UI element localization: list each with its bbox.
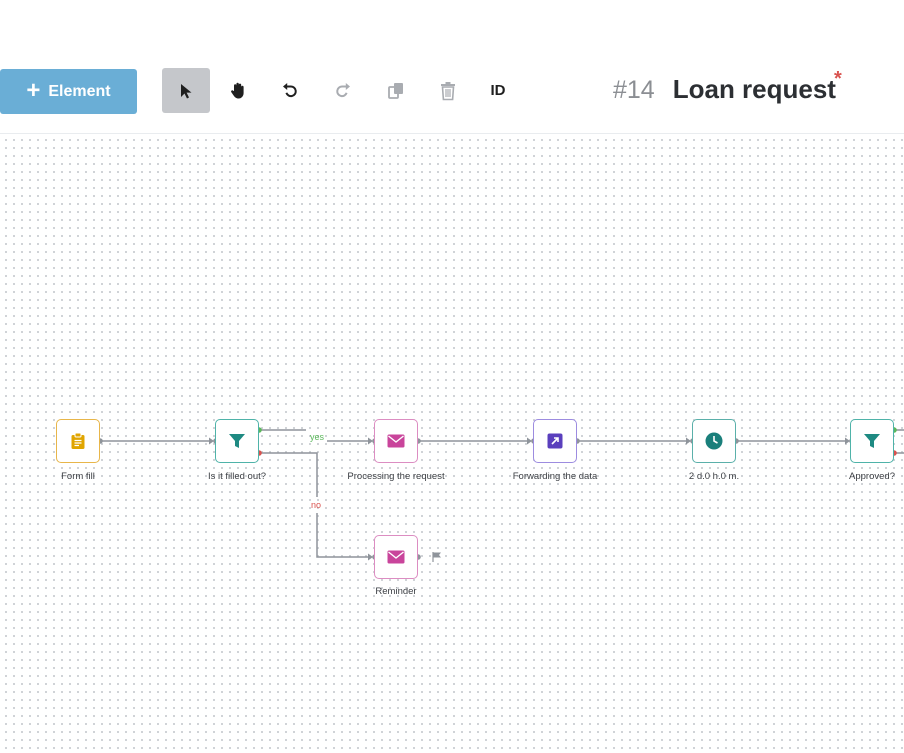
hand-icon (231, 82, 244, 98)
external-link-icon (547, 433, 563, 449)
filter-icon (229, 434, 245, 448)
node-processing[interactable] (374, 419, 418, 463)
add-element-button[interactable]: + Element (0, 69, 137, 114)
node-is-filled[interactable] (215, 419, 259, 463)
redo-icon (336, 82, 350, 97)
process-number: #14 (613, 76, 655, 104)
node-label-form-fill: Form fill (61, 471, 95, 482)
end-flag-icon (432, 552, 441, 562)
edge-label-yes: yes (310, 432, 325, 442)
node-form-fill[interactable] (56, 419, 100, 463)
workflow-canvas[interactable]: Form fill Is it filled out? Processing t… (0, 134, 904, 753)
connector-approved-out (894, 429, 904, 454)
envelope-icon (387, 550, 405, 564)
connector-arrow (845, 437, 850, 445)
connector-arrow (527, 437, 532, 445)
copy-button[interactable] (372, 68, 420, 113)
trash-icon (441, 81, 455, 100)
clock-icon (705, 432, 723, 450)
envelope-icon (387, 434, 405, 448)
redo-button[interactable] (319, 68, 367, 113)
connector-arrow (368, 553, 373, 561)
show-ids-button[interactable]: ID (474, 68, 522, 113)
filter-icon (864, 434, 880, 448)
select-tool-button[interactable] (162, 68, 210, 113)
node-label-approved: Approved? (849, 471, 895, 482)
clipboard-icon (71, 432, 85, 449)
node-label-timer: 2 d.0 h.0 m. (688, 471, 740, 482)
pan-tool-button[interactable] (214, 68, 262, 113)
node-label-reminder: Reminder (375, 586, 417, 597)
process-name: Loan request (672, 74, 836, 104)
add-element-label: Element (48, 82, 111, 100)
connector-arrow (209, 437, 214, 445)
unsaved-indicator: * (834, 68, 842, 90)
undo-icon (283, 82, 297, 97)
node-reminder[interactable] (374, 535, 418, 579)
connector-arrow (686, 437, 691, 445)
delete-button[interactable] (424, 68, 472, 113)
connector-arrow (368, 437, 373, 445)
toolbar: + Element (0, 0, 904, 134)
pointer-icon (181, 83, 192, 98)
process-title: #14 Loan request * (613, 68, 842, 110)
node-label-forwarding: Forwarding the data (512, 471, 598, 482)
connector-yes-branch (259, 429, 369, 442)
node-forwarding[interactable] (533, 419, 577, 463)
connections-layer (97, 427, 904, 562)
node-approved[interactable] (850, 419, 894, 463)
plus-icon: + (26, 76, 41, 104)
connector-no-branch (259, 452, 369, 558)
id-label: ID (490, 82, 506, 99)
undo-button[interactable] (266, 68, 314, 113)
copy-icon (388, 82, 403, 99)
node-timer[interactable] (692, 419, 736, 463)
node-label-processing: Processing the request (347, 471, 445, 482)
node-label-is-filled: Is it filled out? (207, 471, 267, 482)
edge-label-no: no (311, 500, 322, 510)
